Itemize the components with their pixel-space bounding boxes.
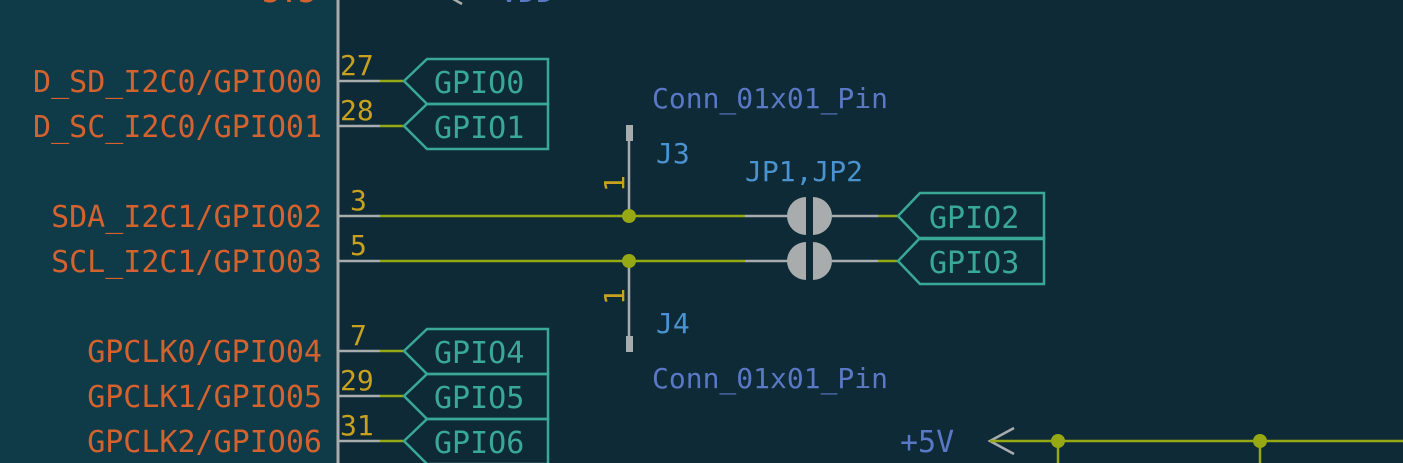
j4-value: Conn_01x01_Pin bbox=[652, 362, 888, 396]
junction-dot bbox=[622, 254, 636, 268]
solder-jumpers[interactable]: JP1,JP2 bbox=[745, 155, 878, 280]
junction-dot bbox=[1253, 434, 1267, 448]
net-label-flag bbox=[402, 57, 550, 106]
j3-reference: J3 bbox=[656, 137, 690, 170]
power-arrow bbox=[452, 0, 463, 6]
net-label-flag bbox=[402, 372, 550, 421]
pin-name: GPCLK0/GPIO04 bbox=[87, 335, 322, 370]
jumper-jp2[interactable] bbox=[745, 242, 878, 280]
net-label-text: GPIO1 bbox=[434, 111, 524, 146]
power-5v-label: +5V bbox=[900, 425, 954, 460]
jp1-pad-right bbox=[813, 197, 832, 235]
net-label-text: GPIO4 bbox=[434, 336, 524, 371]
j3-value: Conn_01x01_Pin bbox=[652, 82, 888, 116]
pin-name: SCL_I2C1/GPIO03 bbox=[51, 245, 322, 280]
j3-pin-end bbox=[626, 125, 633, 141]
pin-number: 28 bbox=[340, 94, 374, 127]
net-label-text: GPIO2 bbox=[929, 201, 1019, 236]
net-label-flag bbox=[896, 236, 1046, 286]
connector-j3[interactable]: 1 J3 Conn_01x01_Pin bbox=[598, 82, 888, 223]
pin-name: SDA_I2C1/GPIO02 bbox=[51, 200, 322, 235]
jumper-reference: JP1,JP2 bbox=[745, 155, 863, 188]
j4-pin-end bbox=[626, 336, 633, 352]
pin-number: 29 bbox=[340, 364, 374, 397]
net-label-gpio0[interactable]: GPIO0 bbox=[402, 57, 550, 106]
j4-pin-number: 1 bbox=[598, 288, 631, 305]
pin-number: 7 bbox=[350, 319, 367, 352]
jp1-pad-left bbox=[787, 197, 806, 235]
jp2-pad-left bbox=[787, 242, 806, 280]
top-power-symbol[interactable]: VDD bbox=[448, 0, 554, 10]
j3-pin-number: 1 bbox=[598, 175, 631, 192]
ic-symbol[interactable]: 3.3 bbox=[0, 0, 340, 463]
ic-top-label-partial: 3.3 bbox=[262, 0, 316, 10]
pin-name: GPCLK2/GPIO06 bbox=[87, 425, 322, 460]
net-label-text: GPIO0 bbox=[434, 66, 524, 101]
pin-number: 5 bbox=[350, 229, 367, 262]
net-label-gpio2[interactable]: GPIO2 bbox=[896, 191, 1046, 241]
net-label-gpio6[interactable]: GPIO6 bbox=[402, 417, 550, 463]
connector-j4[interactable]: 1 J4 Conn_01x01_Pin bbox=[598, 254, 888, 396]
pin-number: 27 bbox=[340, 49, 374, 82]
ic-body bbox=[0, 0, 338, 463]
pin-row[interactable]: SCL_I2C1/GPIO03 5 bbox=[51, 229, 380, 280]
net-label-gpio3[interactable]: GPIO3 bbox=[896, 236, 1046, 286]
junction-dot bbox=[1051, 434, 1065, 448]
top-power-label: VDD bbox=[500, 0, 554, 10]
net-wires bbox=[380, 214, 898, 263]
net-label-gpio1[interactable]: GPIO1 bbox=[402, 102, 550, 151]
net-label-text: GPIO5 bbox=[434, 381, 524, 416]
net-label-flag bbox=[896, 191, 1046, 241]
pin-name: D_SD_I2C0/GPIO00 bbox=[33, 65, 322, 100]
net-label-text: GPIO6 bbox=[434, 426, 524, 461]
pin-name: D_SC_I2C0/GPIO01 bbox=[33, 110, 322, 145]
pin-number: 31 bbox=[340, 409, 374, 442]
power-5v[interactable]: +5V bbox=[900, 425, 1403, 463]
jp2-pad-right bbox=[813, 242, 832, 280]
pin-row[interactable]: SDA_I2C1/GPIO02 3 bbox=[51, 184, 380, 235]
j4-reference: J4 bbox=[656, 307, 690, 340]
pin-name: GPCLK1/GPIO05 bbox=[87, 380, 322, 415]
net-label-gpio5[interactable]: GPIO5 bbox=[402, 372, 550, 421]
junction-dot bbox=[622, 209, 636, 223]
net-label-gpio4[interactable]: GPIO4 bbox=[402, 327, 550, 376]
jumper-jp1[interactable] bbox=[745, 197, 878, 235]
net-label-flag bbox=[402, 327, 550, 376]
pin-number: 3 bbox=[350, 184, 367, 217]
net-label-text: GPIO3 bbox=[929, 246, 1019, 281]
net-label-flag bbox=[402, 417, 550, 463]
net-label-flag bbox=[402, 102, 550, 151]
